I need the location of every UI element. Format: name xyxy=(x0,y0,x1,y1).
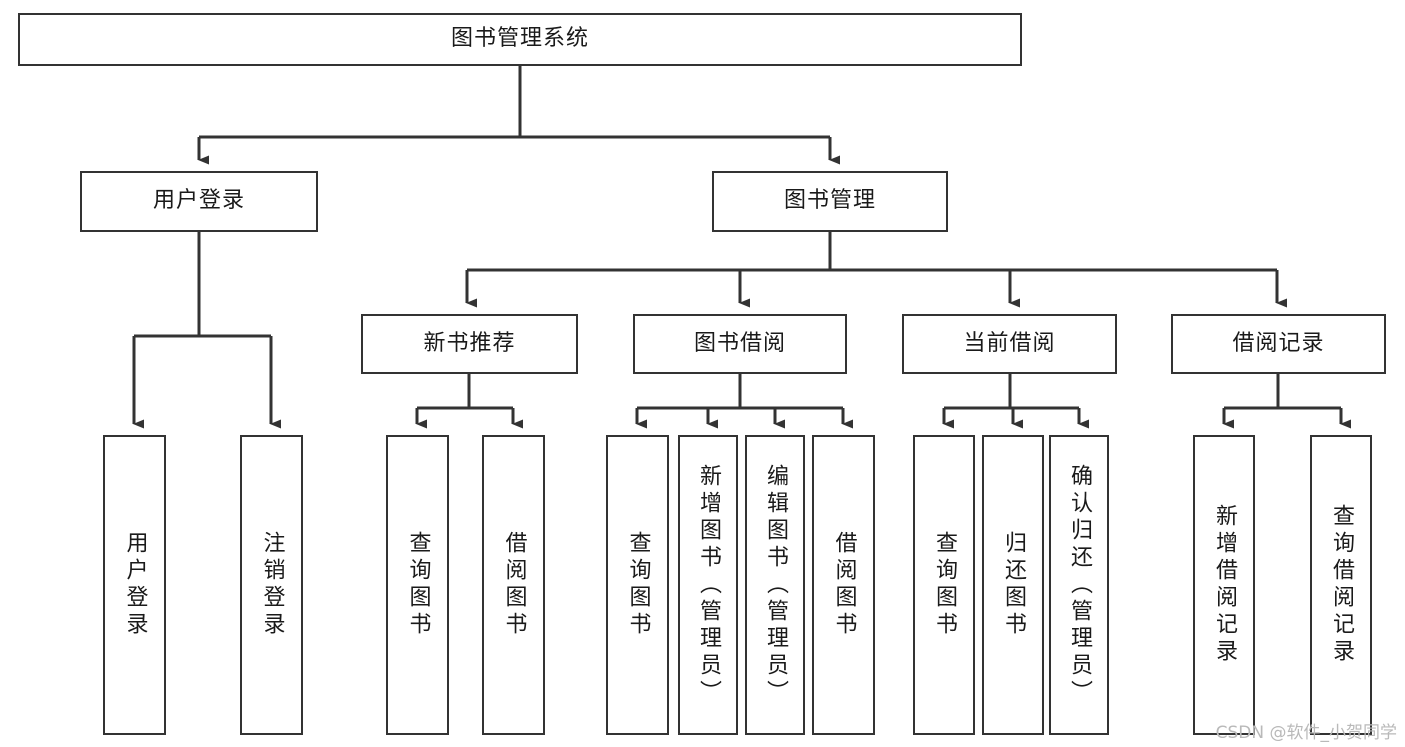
node-label-borrow-record: 借阅记录 xyxy=(1232,330,1325,356)
node-leaf-user-login[interactable]: 用户登录 xyxy=(103,435,166,735)
node-leaf-query-book-1[interactable]: 查询图书 xyxy=(386,435,449,735)
node-leaf-logout[interactable]: 注销登录 xyxy=(240,435,303,735)
node-leaf-add-book[interactable]: 新增图书（管理员） xyxy=(678,435,738,735)
node-label-leaf-user-login: 用户登录 xyxy=(122,531,148,639)
node-leaf-add-record[interactable]: 新增借阅记录 xyxy=(1193,435,1255,735)
node-leaf-return-book[interactable]: 归还图书 xyxy=(982,435,1044,735)
watermark: CSDN @软件_小贺同学 xyxy=(1215,723,1397,743)
node-root[interactable]: 图书管理系统 xyxy=(18,13,1022,66)
node-label-leaf-return-book: 归还图书 xyxy=(1001,531,1026,639)
node-leaf-edit-book[interactable]: 编辑图书（管理员） xyxy=(745,435,805,735)
node-book-borrow[interactable]: 图书借阅 xyxy=(633,314,847,374)
node-book-manage[interactable]: 图书管理 xyxy=(712,171,948,232)
node-label-leaf-add-record: 新增借阅记录 xyxy=(1212,504,1237,666)
node-leaf-query-record[interactable]: 查询借阅记录 xyxy=(1310,435,1372,735)
node-new-book-rec[interactable]: 新书推荐 xyxy=(361,314,578,374)
node-label-current-borrow: 当前借阅 xyxy=(963,330,1056,356)
node-label-leaf-query-book-2: 查询图书 xyxy=(625,531,651,639)
node-user-login[interactable]: 用户登录 xyxy=(80,171,318,232)
node-leaf-borrow-book-2[interactable]: 借阅图书 xyxy=(812,435,875,735)
node-label-leaf-confirm-return: 确认归还（管理员） xyxy=(1067,463,1092,707)
node-label-leaf-query-book-1: 查询图书 xyxy=(405,531,431,639)
node-label-leaf-query-book-3: 查询图书 xyxy=(932,531,957,639)
node-label-leaf-query-record: 查询借阅记录 xyxy=(1329,504,1354,666)
node-label-leaf-add-book: 新增图书（管理员） xyxy=(696,463,721,707)
node-label-leaf-borrow-book-1: 借阅图书 xyxy=(501,531,527,639)
node-label-user-login: 用户登录 xyxy=(152,188,245,214)
node-current-borrow[interactable]: 当前借阅 xyxy=(902,314,1117,374)
node-leaf-confirm-return[interactable]: 确认归还（管理员） xyxy=(1049,435,1109,735)
node-label-book-manage: 图书管理 xyxy=(783,188,876,214)
node-leaf-query-book-3[interactable]: 查询图书 xyxy=(913,435,975,735)
node-label-leaf-logout: 注销登录 xyxy=(259,531,285,639)
node-leaf-query-book-2[interactable]: 查询图书 xyxy=(606,435,669,735)
node-label-new-book-rec: 新书推荐 xyxy=(423,330,516,356)
node-label-leaf-borrow-book-2: 借阅图书 xyxy=(831,531,857,639)
node-label-root: 图书管理系统 xyxy=(450,26,589,52)
node-label-leaf-edit-book: 编辑图书（管理员） xyxy=(763,463,788,707)
node-leaf-borrow-book-1[interactable]: 借阅图书 xyxy=(482,435,545,735)
node-label-book-borrow: 图书借阅 xyxy=(693,330,786,356)
node-borrow-record[interactable]: 借阅记录 xyxy=(1171,314,1386,374)
